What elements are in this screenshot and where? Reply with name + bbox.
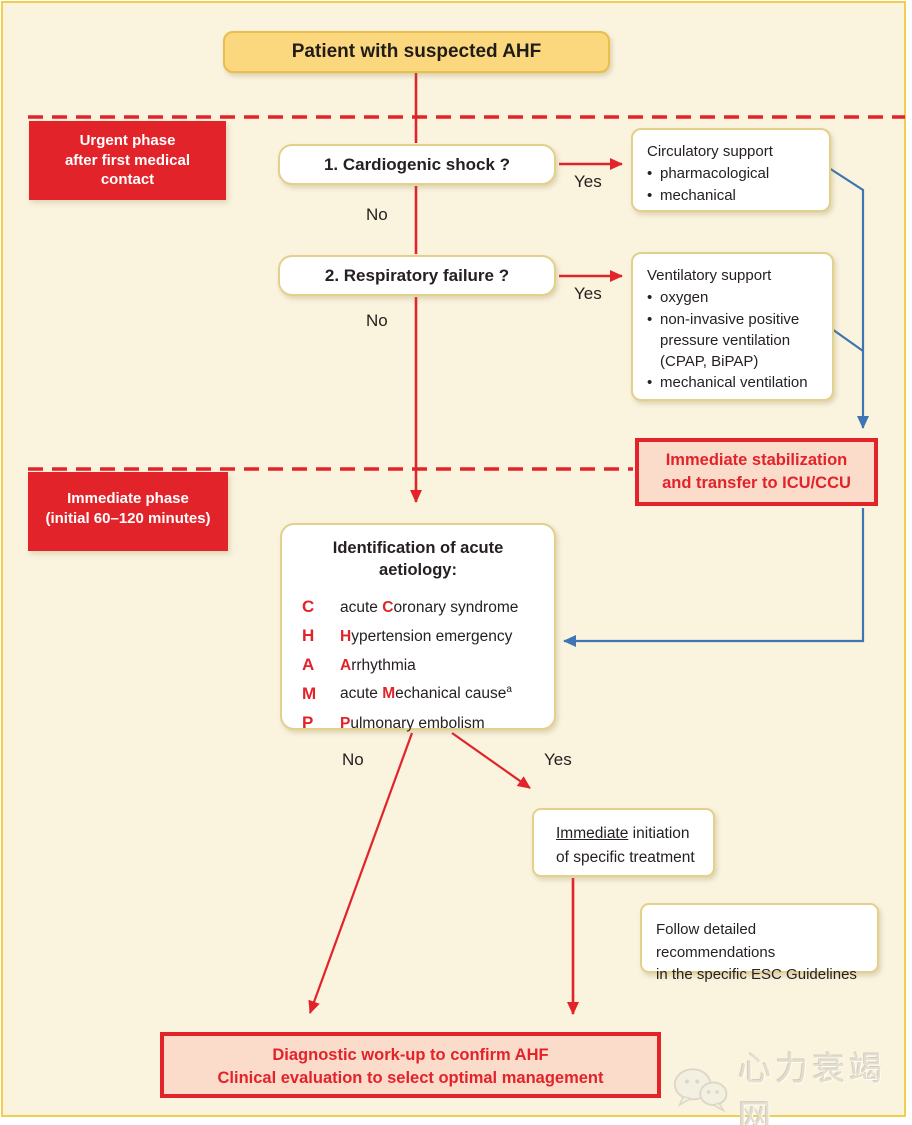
champ-letter: P — [302, 712, 314, 732]
q1-yes-label: Yes — [574, 172, 602, 191]
champ-row-m: M acute Mechanical causea — [302, 684, 554, 704]
ventilatory-item: non-invasive positive pressure ventilati… — [647, 309, 820, 373]
circulatory-item: mechanical — [647, 185, 817, 207]
circulatory-item: pharmacological — [647, 163, 817, 185]
start-node: Patient with suspected AHF — [223, 31, 610, 73]
respiratory-failure-label: 2. Respiratory failure ? — [324, 266, 510, 285]
q2-yes-label: Yes — [574, 284, 602, 303]
champ-letter: C — [302, 596, 315, 616]
cardiogenic-shock-label: 1. Cardiogenic shock ? — [323, 155, 511, 174]
champ-title-line1: Identification of acute — [332, 539, 504, 557]
circulatory-support-title: Circulatory support — [647, 143, 773, 160]
arrow-support-to-stabilization — [828, 167, 869, 429]
champ-text: oronary syndrome — [393, 598, 519, 616]
champ-letter: A — [302, 654, 315, 674]
esc-guidelines-node: Follow detailed recommendations in the s… — [640, 903, 879, 983]
champ-node: Identification of acute aetiology: C acu… — [280, 523, 556, 733]
arrow-stabilization-to-champ — [563, 508, 865, 647]
champ-cap: M — [382, 685, 396, 703]
wechat-logo-icon — [673, 1068, 728, 1113]
champ-cap: A — [340, 656, 352, 674]
champ-row-h: H Hypertension emergency — [302, 626, 554, 646]
circulatory-support-node: Circulatory support pharmacological mech… — [631, 128, 831, 212]
urgent-phase-box: Urgent phase after first medical contact — [29, 121, 226, 200]
initiation-rest: initiation — [628, 825, 690, 842]
stabilization-line1: Immediate stabilization — [665, 451, 848, 469]
champ-no-label: No — [342, 750, 364, 769]
urgent-phase-line1: Urgent phase — [79, 132, 176, 149]
ventilatory-item: oxygen — [647, 287, 820, 309]
champ-cap: H — [340, 627, 352, 645]
ventilatory-support-title: Ventilatory support — [647, 267, 772, 284]
initiation-node: Immediate initiation of specific treatme… — [532, 808, 715, 877]
ventilatory-item: mechanical ventilation — [647, 372, 820, 394]
champ-text: ulmonary embolism — [350, 714, 485, 732]
champ-row-a: A Arrhythmia — [302, 655, 554, 675]
esc-line1: Follow detailed recommendations — [656, 921, 776, 961]
urgent-phase-line3: contact — [100, 171, 155, 188]
q2-no-label: No — [366, 311, 388, 330]
final-line1: Diagnostic work-up to confirm AHF — [272, 1046, 549, 1064]
immediate-phase-line2: (initial 60–120 minutes) — [45, 509, 211, 527]
champ-footnote-marker: a — [506, 684, 512, 696]
stabilization-line2: and transfer to ICU/CCU — [662, 474, 851, 493]
watermark: 心力衰竭网 — [672, 1042, 912, 1125]
urgent-phase-line2: after first medical — [64, 151, 191, 169]
final-node: Diagnostic work-up to confirm AHF Clinic… — [160, 1032, 661, 1098]
q1-no-label: No — [366, 205, 388, 224]
stabilization-node: Immediate stabilization and transfer to … — [635, 438, 878, 506]
champ-row-p: P Pulmonary embolism — [302, 713, 554, 733]
immediate-phase-line1: Immediate phase — [67, 490, 189, 507]
initiation-line2: of specific treatment — [556, 849, 695, 867]
initiation-line1: Immediate initiation — [556, 822, 713, 846]
arrow-champ-yes — [451, 732, 531, 789]
cardiogenic-shock-node: 1. Cardiogenic shock ? — [278, 144, 556, 185]
esc-line2: in the specific ESC Guidelines — [656, 966, 857, 983]
respiratory-failure-node: 2. Respiratory failure ? — [278, 255, 556, 296]
champ-title-line2: aetiology: — [379, 560, 457, 579]
start-node-label: Patient with suspected AHF — [291, 41, 542, 62]
champ-text: echanical cause — [395, 685, 507, 703]
champ-row-c: C acute Coronary syndrome — [302, 597, 554, 617]
immediate-phase-box: Immediate phase (initial 60–120 minutes) — [28, 472, 228, 551]
champ-text: acute — [340, 685, 383, 703]
champ-cap: C — [382, 598, 394, 616]
champ-text: ypertension emergency — [351, 627, 513, 645]
line-ventilatory-join — [831, 328, 864, 352]
initiation-underlined: Immediate — [556, 825, 629, 842]
final-line2: Clinical evaluation to select optimal ma… — [217, 1069, 604, 1088]
champ-text: rrhythmia — [351, 656, 416, 674]
ventilatory-support-node: Ventilatory support oxygen non-invasive … — [631, 252, 834, 401]
champ-letter: H — [302, 625, 315, 645]
arrow-champ-no — [308, 732, 414, 1014]
champ-yes-label: Yes — [544, 750, 572, 769]
champ-letter: M — [302, 683, 317, 703]
champ-text: acute — [340, 598, 383, 616]
watermark-text: 心力衰竭网 — [738, 1050, 887, 1125]
champ-cap: P — [340, 714, 351, 732]
